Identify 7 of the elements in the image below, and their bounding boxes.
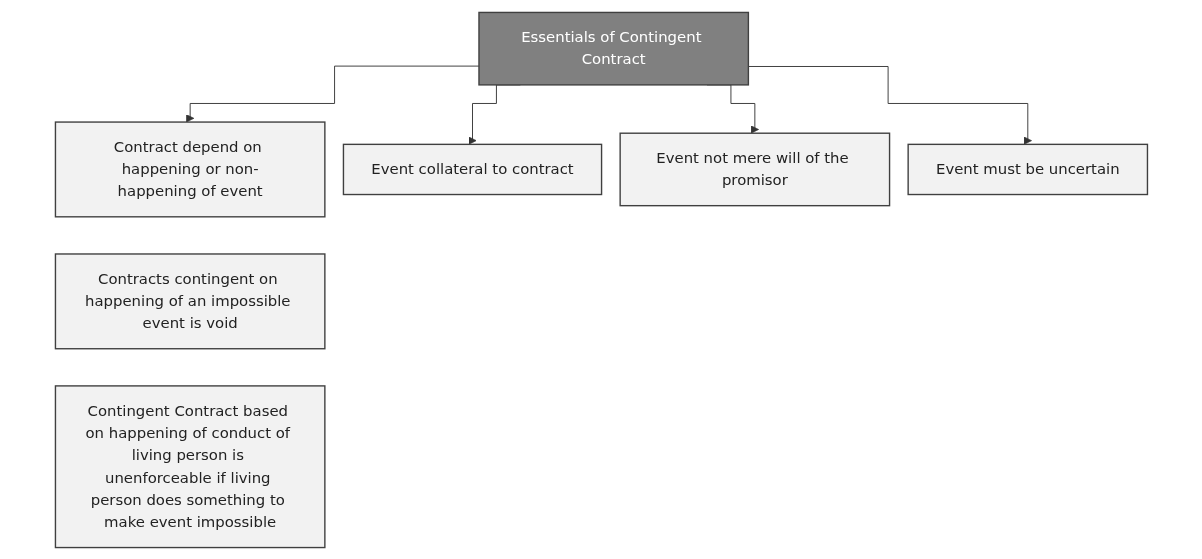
node-box: Essentials of Contingent Contract: [477, 11, 749, 86]
node-box: Contracts contingent on happening of an impossible event is void: [54, 252, 326, 349]
node-box: Contract depend on happening or non-happening of event: [54, 120, 326, 217]
node-box: Contingent Contract based on happening of conduct of living person is unenforceable if living person does something to make event impossible: [54, 384, 326, 548]
node-box: Event collateral to contract: [342, 143, 602, 195]
node-box: Event not mere will of the promisor: [619, 132, 890, 206]
node-box: Event must be uncertain: [907, 143, 1148, 195]
